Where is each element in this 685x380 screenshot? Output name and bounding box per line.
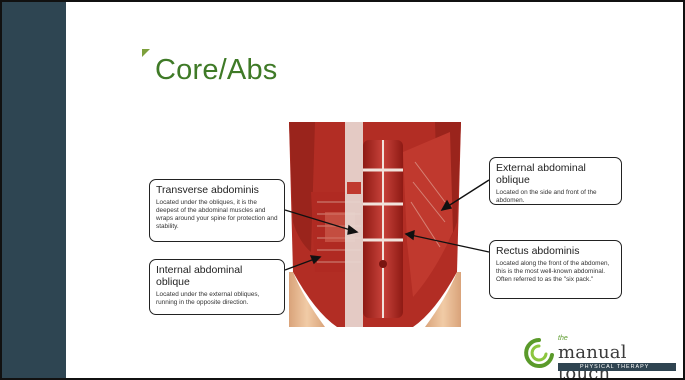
abdominal-muscles-illustration	[285, 122, 465, 330]
callout-transverse-desc: Located under the obliques, it is the de…	[156, 199, 278, 231]
manual-touch-logo: the manual touch PHYSICAL THERAPY	[522, 335, 672, 371]
logo-swirl-icon	[522, 337, 556, 369]
callout-external-oblique: External abdominal oblique Located on th…	[489, 157, 622, 205]
callout-transverse-title: Transverse abdominis	[156, 184, 278, 196]
logo-the: the	[558, 335, 568, 342]
slide-title: Core/Abs	[155, 54, 278, 87]
callout-rectus-abdominis: Rectus abdominis Located along the front…	[489, 240, 622, 299]
callout-internal-desc: Located under the external obliques, run…	[156, 291, 278, 307]
callout-internal-oblique: Internal abdominal oblique Located under…	[149, 259, 285, 315]
title-accent-mark	[142, 49, 150, 57]
callout-rectus-title: Rectus abdominis	[496, 245, 615, 257]
callout-transverse-abdominis: Transverse abdominis Located under the o…	[149, 179, 285, 242]
callout-external-title: External abdominal oblique	[496, 162, 615, 186]
callout-internal-title: Internal abdominal oblique	[156, 264, 278, 288]
logo-tagline: PHYSICAL THERAPY	[580, 363, 649, 371]
callout-rectus-desc: Located along the front of the abdomen, …	[496, 260, 615, 284]
callout-external-desc: Located on the side and front of the abd…	[496, 189, 615, 205]
slide-sidebar	[2, 2, 66, 378]
logo-name: manual touch	[558, 342, 672, 380]
